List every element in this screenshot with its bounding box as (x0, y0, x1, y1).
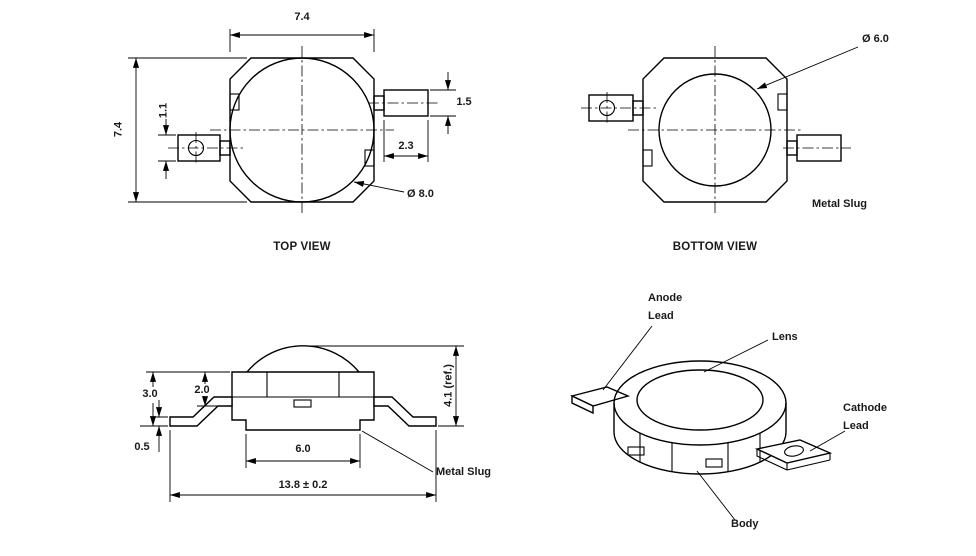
dim-lead-offset: 1.1 (157, 102, 170, 119)
flange-tab (627, 446, 645, 456)
bottom-view-drawing (581, 46, 859, 214)
dim-slug-diameter: Ø 6.0 (862, 33, 889, 45)
anode-lead-edge (571, 394, 594, 415)
dim-lead-length: 2.3 (398, 140, 414, 152)
isometric-view-drawing (569, 325, 846, 521)
dim-lead-thickness: 0.5 (134, 441, 150, 453)
cathode-leader (809, 430, 846, 452)
top-view-title: TOP VIEW (273, 241, 331, 253)
anode-lead-label-line2: Lead (648, 310, 674, 322)
body-detail (293, 399, 312, 408)
body-leader (696, 470, 736, 521)
dim-lead-width: 1.5 (456, 96, 472, 108)
flange-tab (229, 93, 240, 111)
flange-tab (705, 458, 723, 468)
body-side-edge (613, 403, 787, 432)
flange-tab (642, 149, 653, 167)
anode-leader (602, 325, 653, 391)
dim-slug-width: 6.0 (295, 443, 311, 455)
lens-leader (703, 339, 769, 373)
dim-overall-width: 13.8 ± 0.2 (278, 479, 328, 491)
lead-hole-crosshair (581, 92, 659, 124)
bottom-view-title: BOTTOM VIEW (672, 241, 758, 253)
cathode-lead-plate (754, 439, 833, 464)
facet-edge (639, 433, 761, 472)
iso-label-leaders (602, 325, 846, 521)
flange-rim (613, 360, 787, 446)
cathode-lead-label-line2: Lead (843, 420, 869, 432)
facet-edge (266, 372, 340, 397)
anode-lead-label-line1: Anode (648, 292, 683, 304)
lens-diameter-leader (353, 180, 405, 193)
lens-label: Lens (772, 331, 798, 343)
cathode-lead-hole (784, 445, 804, 457)
slug-diameter-leader (756, 46, 859, 90)
dim-lens-flange-diameter: Ø 8.0 (407, 188, 434, 200)
metal-slug-label: Metal Slug (436, 466, 492, 478)
cathode-lead-label-line1: Cathode (843, 402, 887, 414)
anode-lead-gullwing (169, 396, 233, 427)
package-body (231, 371, 375, 431)
metal-slug-leader (361, 430, 434, 473)
lens-dome (246, 345, 360, 373)
dim-overall-height: 4.1 (ref.) (442, 364, 455, 407)
dim-body-height: 3.0 (142, 388, 158, 400)
body-octagon (229, 57, 375, 203)
top-view-dimensions (128, 29, 456, 203)
dim-top-height: 7.4 (112, 121, 125, 138)
cathode-lead-gullwing (373, 396, 437, 427)
dim-top-width: 7.4 (294, 11, 310, 23)
side-view-drawing (140, 345, 464, 502)
metal-slug-label: Metal Slug (812, 198, 868, 210)
lead-hole-crosshair (168, 132, 246, 164)
cathode-lead-thickness (756, 449, 831, 471)
flange-tab (777, 93, 788, 111)
dim-flange-height: 2.0 (194, 384, 210, 396)
side-view-dimensions (140, 345, 464, 502)
flange-tab (364, 149, 375, 167)
lens-dome (636, 369, 764, 431)
top-view-drawing (128, 29, 456, 214)
body-label: Body (731, 518, 759, 530)
